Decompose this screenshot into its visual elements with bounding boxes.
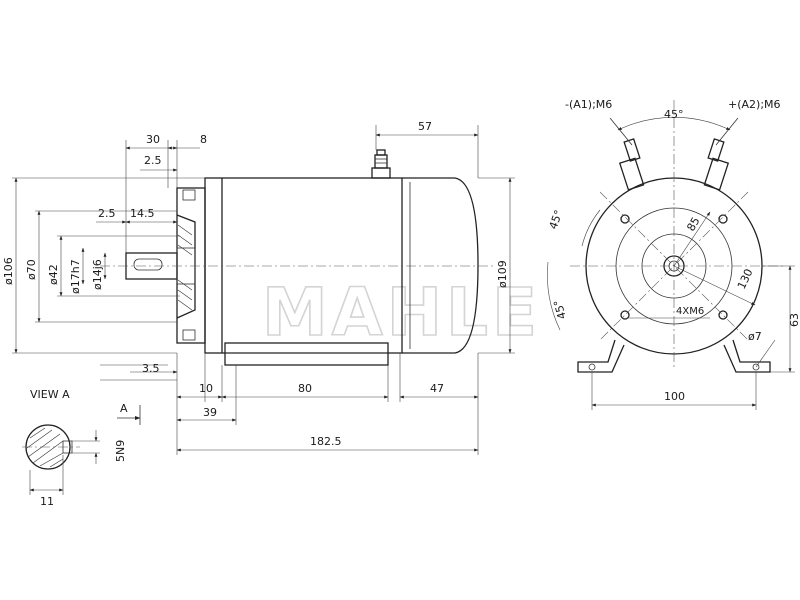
bolt-circle-arc: [581, 209, 601, 247]
terminal-pos: [703, 117, 739, 191]
view-a-title: VIEW A: [30, 388, 70, 401]
dim-10: 10: [199, 382, 213, 395]
mounting-foot: [224, 342, 389, 366]
view-a: VIEW A A 5N9 11: [22, 388, 141, 508]
output-shaft: [125, 252, 178, 280]
shaft-section-hatch: [26, 427, 64, 468]
brand-watermark: MAHLE: [262, 274, 541, 351]
angle-top-label: 45°: [664, 108, 684, 121]
dim-dia106: ø106: [2, 257, 15, 285]
dim-3-5: 3.5: [142, 362, 160, 375]
end-view-feet: [577, 339, 771, 373]
terminal-neg-label: -(A1);M6: [565, 98, 612, 111]
dim-182-5: 182.5: [310, 435, 342, 448]
dim-130-label: 130: [735, 267, 756, 292]
rear-end-bell: [402, 177, 479, 354]
dim-14-5: 14.5: [130, 207, 155, 220]
dim-line-85: [673, 211, 711, 267]
angle-arc-top: [617, 117, 731, 131]
dim-dia70: ø70: [25, 259, 38, 280]
dim-30: 30: [146, 133, 160, 146]
dim-2-5-mid: 2.5: [98, 207, 116, 220]
dim-8: 8: [200, 133, 207, 146]
end-view: -(A1);M6 +(A2);M6 45° 45° 45° 85 130 4XM…: [547, 98, 800, 410]
dim-line-130: [673, 265, 756, 306]
dim-47: 47: [430, 382, 444, 395]
terminal-stud: [371, 149, 391, 179]
dim-57: 57: [418, 120, 432, 133]
dim-39: 39: [203, 406, 217, 419]
mounting-holes: [620, 214, 728, 320]
dim-63-label: 63: [788, 313, 800, 327]
angle-left-upper-label: 45°: [547, 208, 566, 231]
dim-11: 11: [40, 495, 54, 508]
dim-2-5-top: 2.5: [144, 154, 162, 167]
dim-dia17h7: ø17h7: [69, 259, 82, 294]
dim-80: 80: [298, 382, 312, 395]
terminal-neg: [609, 117, 645, 191]
dim-dia14j6: ø14j6: [91, 259, 104, 290]
leader-dia7: [755, 339, 776, 368]
front-flange: [176, 187, 206, 344]
dia7-label: ø7: [748, 330, 762, 343]
terminal-pos-label: +(A2);M6: [728, 98, 781, 111]
view-a-marker: A: [120, 402, 128, 415]
dim-dia42: ø42: [47, 264, 60, 285]
dim-dia109: ø109: [496, 260, 509, 288]
dim-5n9: 5N9: [114, 440, 127, 462]
dim-85-label: 85: [684, 215, 702, 234]
flange-section-hatch: [176, 214, 196, 319]
side-view: 30 8 2.5 57 2.5 14.5 ø106 ø70 ø42 ø17h7 …: [2, 120, 515, 455]
holes-label: 4XM6: [676, 306, 704, 317]
shaft-key: [133, 258, 163, 271]
angle-left-lower-label: 45°: [551, 298, 569, 320]
dim-100-label: 100: [664, 390, 685, 403]
